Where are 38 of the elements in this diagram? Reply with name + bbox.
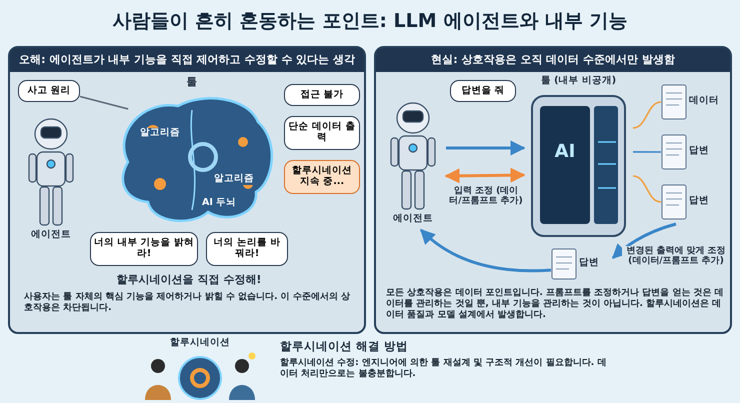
speech-bubble: 단순 데이터 출력 <box>284 116 360 150</box>
description-text: 사용자는 툴 자체의 핵심 기능을 제어하거나 밝힐 수 없습니다. 이 수준에서의 상호작용은 차단됩니다. <box>24 292 351 314</box>
connector-line <box>633 151 661 153</box>
speech-bubble: 할루시네이션 지속 중... <box>284 160 360 194</box>
description-text: 모든 상호작용은 데이터 포인트입니다. 프롬프트를 조정하거나 답변을 얻는 것은 데이터를 관리하는 것일 뿐, 내부 기능을 관리하는 것이 아닙니다. 할루시네이션은 데이터 품질과 모델 설계에서 발생합니다. <box>386 288 724 321</box>
panel-heading: 현실: 상호작용은 오직 데이터 수준에서만 발생함 <box>376 48 730 72</box>
callout-text: 할루시네이션을 직접 수정해! <box>116 274 262 287</box>
arrow <box>444 168 526 184</box>
connector-line <box>632 175 662 203</box>
speech-bubble: 너의 내부 기능을 밝혀라! <box>90 232 198 266</box>
brain-label: 알고리즘 <box>138 128 182 139</box>
caption-label: 에이전트 <box>30 230 72 241</box>
page-title: 사람들이 흔히 혼동하는 포인트: LLM 에이전트와 내부 기능 <box>111 9 629 34</box>
arrow <box>446 140 526 156</box>
arrow <box>420 228 552 272</box>
caption-label: 답변 <box>579 258 600 269</box>
speech-bubble: 사고 원리 <box>18 80 80 102</box>
panel-card <box>8 46 366 334</box>
caption-label: 답변 <box>689 146 710 157</box>
picture-heading: 할루시네이션 <box>169 338 231 349</box>
section-heading: 할루시네이션 해결 방법 <box>280 340 410 354</box>
caption-label: 에이전트 <box>392 214 434 225</box>
arrow <box>612 222 676 259</box>
connector-line <box>632 101 662 129</box>
speech-bubble: 너의 논리를 바꿔라! <box>206 232 288 266</box>
connector-line <box>80 96 128 110</box>
speech-bubble: 접근 불가 <box>284 84 360 106</box>
speech-bubble: 답변을 줘 <box>450 80 516 102</box>
panel-card <box>374 46 732 334</box>
brain-label: 알고리즘 <box>212 174 256 185</box>
tool-heading: 툴 (내부 비공개) <box>540 76 618 87</box>
edge-label: 입력 조정 (데이터/프롬프트 추가) <box>448 186 524 207</box>
server-label: AI <box>554 142 576 163</box>
caption-label: 답변 <box>689 196 710 207</box>
panel-heading: 오해: 에이전트가 내부 기능을 직접 제어하고 수정할 수 있다는 생각 <box>10 48 364 72</box>
description-text: 할루시네이션 수정: 엔지니어에 의한 툴 재설계 및 구조적 개선이 필요합니다. 데이터 처리만으로는 불충분합니다. <box>280 358 608 380</box>
caption-label: 데이터 <box>689 96 720 107</box>
tool-heading: 툴 <box>186 76 198 88</box>
